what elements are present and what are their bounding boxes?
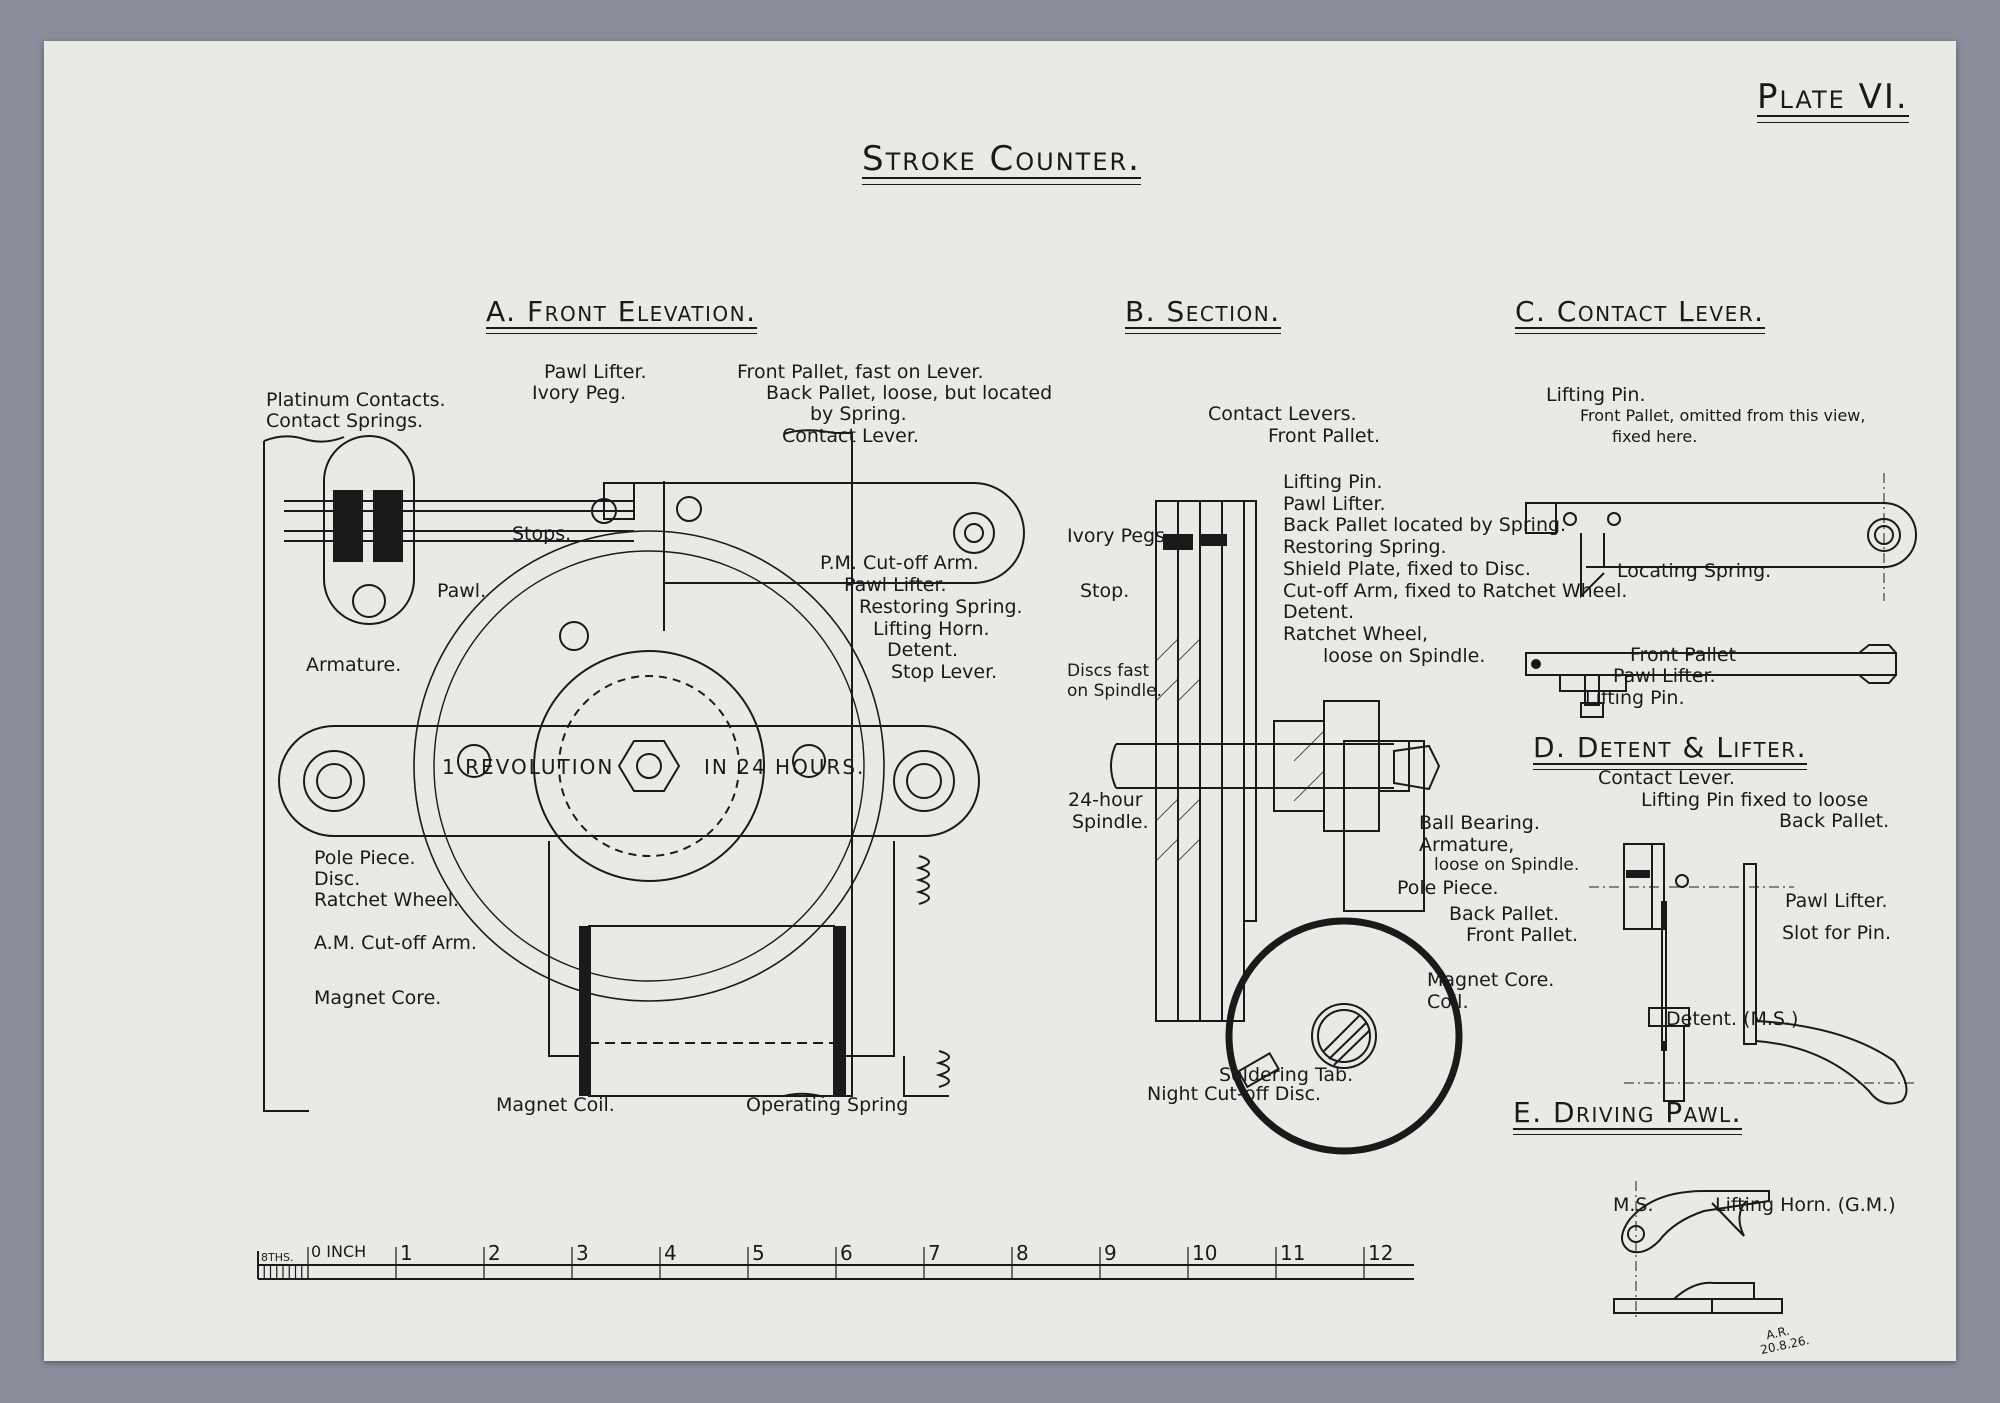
label-front-pallet-d: Front Pallet. bbox=[1466, 924, 1579, 946]
label-contact-lever-d: Contact Lever. bbox=[1598, 767, 1735, 789]
label-ivory-peg: Ivory Peg. bbox=[532, 382, 627, 404]
label-pawl-lifter: Pawl Lifter. bbox=[844, 574, 947, 596]
label-lifting-horn-gm: Lifting Horn. (G.M.) bbox=[1715, 1194, 1896, 1216]
label-operating-spring: Operating Spring bbox=[746, 1094, 909, 1116]
label-stop-lever: Stop Lever. bbox=[891, 661, 998, 683]
scale-tick-label: 7 bbox=[928, 1241, 941, 1265]
scale-tick-label: 10 bbox=[1192, 1241, 1218, 1265]
label-lifting-pin-c: Lifting Pin. bbox=[1546, 384, 1646, 406]
label-night-cutoff-disc: Night Cut-off Disc. bbox=[1147, 1083, 1322, 1105]
drawing-title: Stroke Counter. bbox=[862, 139, 1141, 185]
label-pawl-lifter-top: Pawl Lifter. bbox=[544, 361, 647, 383]
label-by-spring: by Spring. bbox=[810, 403, 907, 425]
label-fixed-here: fixed here. bbox=[1612, 427, 1698, 446]
label-pm-cutoff-arm: P.M. Cut-off Arm. bbox=[820, 552, 979, 574]
plate-number: Plate VI. bbox=[1757, 77, 1909, 123]
label-ball-bearing: Ball Bearing. bbox=[1419, 812, 1540, 834]
label-on-spindle: on Spindle. bbox=[1067, 681, 1163, 701]
section-e-title: E. Driving Pawl. bbox=[1513, 1096, 1743, 1135]
scale-tick-label: 4 bbox=[664, 1241, 677, 1265]
scale-tick-label: 3 bbox=[576, 1241, 589, 1265]
section-d-title: D. Detent & Lifter. bbox=[1533, 731, 1808, 770]
label-pole-piece-b: Pole Piece. bbox=[1397, 877, 1499, 899]
label-am-cutoff-arm: A.M. Cut-off Arm. bbox=[314, 932, 477, 954]
label-ratchet-wheel-b: Ratchet Wheel, bbox=[1283, 623, 1429, 645]
revolution-text-right: IN 24 HOURS. bbox=[704, 755, 866, 779]
label-lifting-pin-c2: Lifting Pin. bbox=[1585, 687, 1685, 709]
label-stop: Stop. bbox=[1080, 580, 1130, 602]
label-restoring-spring: Restoring Spring. bbox=[859, 596, 1023, 618]
label-restoring-spring-b: Restoring Spring. bbox=[1283, 536, 1447, 558]
scale-tick-label: 1 bbox=[400, 1241, 413, 1265]
label-pawl: Pawl. bbox=[437, 580, 487, 602]
label-shield-plate: Shield Plate, fixed to Disc. bbox=[1283, 558, 1531, 580]
label-slot-for-pin: Slot for Pin. bbox=[1782, 922, 1892, 944]
drawing-sheet: Plate VI. Stroke Counter. A. Front Eleva… bbox=[44, 41, 1956, 1361]
label-back-pallet-d: Back Pallet. bbox=[1449, 903, 1560, 925]
label-front-pallet-c: Front Pallet bbox=[1630, 644, 1737, 666]
revolution-text-left: 1 REVOLUTION bbox=[442, 755, 615, 779]
label-front-pallet-omitted: Front Pallet, omitted from this view, bbox=[1580, 406, 1866, 425]
label-armature-loose: loose on Spindle. bbox=[1434, 855, 1580, 875]
label-pawl-lifter-c: Pawl Lifter. bbox=[1613, 665, 1716, 687]
label-magnet-core: Magnet Core. bbox=[314, 987, 442, 1009]
section-a-title: A. Front Elevation. bbox=[486, 295, 757, 334]
label-detent: Detent. bbox=[887, 639, 958, 661]
label-spindle: Spindle. bbox=[1072, 811, 1149, 833]
label-detent-b: Detent. bbox=[1283, 601, 1354, 623]
section-b-title: B. Section. bbox=[1125, 295, 1281, 334]
label-lifting-horn: Lifting Horn. bbox=[873, 618, 990, 640]
label-locating-spring: Locating Spring. bbox=[1617, 560, 1772, 582]
label-pole-piece: Pole Piece. bbox=[314, 847, 416, 869]
scale-tick-label: 6 bbox=[840, 1241, 853, 1265]
label-contact-lever: Contact Lever. bbox=[782, 425, 919, 447]
label-discs-fast: Discs fast bbox=[1067, 661, 1150, 681]
label-ratchet-wheel: Ratchet Wheel. bbox=[314, 889, 460, 911]
label-stops: Stops. bbox=[512, 523, 572, 545]
label-platinum-contacts: Platinum Contacts. bbox=[266, 389, 446, 411]
label-24-hour: 24-hour bbox=[1068, 789, 1143, 811]
label-pawl-lifter-b: Pawl Lifter. bbox=[1283, 493, 1386, 515]
label-cutoff-arm-b: Cut-off Arm, fixed to Ratchet Wheel. bbox=[1283, 580, 1628, 602]
label-armature: Armature. bbox=[306, 654, 402, 676]
label-pawl-lifter-d: Pawl Lifter. bbox=[1785, 890, 1888, 912]
scale-tick-label: 9 bbox=[1104, 1241, 1117, 1265]
label-ms: M.S. bbox=[1613, 1194, 1654, 1216]
scale-tick-label: 2 bbox=[488, 1241, 501, 1265]
scale-tick-label: 8 bbox=[1016, 1241, 1029, 1265]
label-disc: Disc. bbox=[314, 868, 361, 890]
label-contact-springs: Contact Springs. bbox=[266, 410, 424, 432]
technical-drawing bbox=[257, 429, 1917, 1321]
label-lifting-pin-fixed: Lifting Pin fixed to loose bbox=[1641, 789, 1869, 811]
scale-tick-label: 12 bbox=[1368, 1241, 1394, 1265]
contact-bracket bbox=[323, 435, 415, 625]
section-c-title: C. Contact Lever. bbox=[1515, 295, 1765, 334]
scale-tick-label: 5 bbox=[752, 1241, 765, 1265]
label-magnet-coil: Magnet Coil. bbox=[496, 1094, 615, 1116]
label-back-pallet-d-top: Back Pallet. bbox=[1779, 810, 1890, 832]
label-coil: Coil. bbox=[1427, 991, 1469, 1013]
label-back-pallet: Back Pallet, loose, but located bbox=[766, 382, 1053, 404]
label-lifting-pin-b: Lifting Pin. bbox=[1283, 471, 1383, 493]
label-armature-b: Armature, bbox=[1419, 834, 1515, 856]
label-ivory-pegs: Ivory Pegs. bbox=[1067, 525, 1172, 547]
label-soldering-tab: Soldering Tab. bbox=[1219, 1064, 1354, 1086]
scale-eighths-label: 8THS. bbox=[261, 1251, 294, 1264]
label-front-pallet-b: Front Pallet. bbox=[1268, 425, 1381, 447]
scale-unit-label: 0 INCH bbox=[311, 1242, 367, 1261]
label-magnet-core-b: Magnet Core. bbox=[1427, 969, 1555, 991]
label-loose-on-spindle-b: loose on Spindle. bbox=[1323, 645, 1486, 667]
label-back-pallet-b: Back Pallet located by Spring. bbox=[1283, 514, 1567, 536]
label-detent-ms: Detent. (M.S.) bbox=[1666, 1008, 1799, 1030]
label-front-pallet: Front Pallet, fast on Lever. bbox=[737, 361, 984, 383]
label-contact-levers: Contact Levers. bbox=[1208, 403, 1357, 425]
scale-tick-label: 11 bbox=[1280, 1241, 1306, 1265]
